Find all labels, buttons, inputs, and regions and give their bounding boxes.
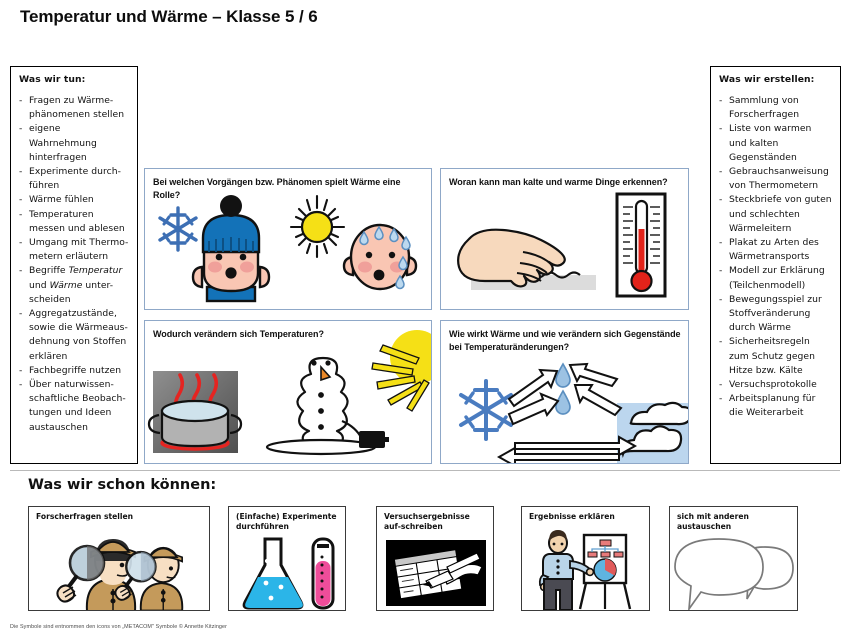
list-item: Arbeitsplanung für die Weiterarbeit xyxy=(719,392,832,420)
left-box-list: Fragen zu Wärme-phänomenen stellen eigen… xyxy=(19,94,129,435)
center-box-change: Wodurch verändern sich Temperaturen? xyxy=(144,320,432,464)
list-item: Fachbegriffe nutzen xyxy=(19,364,129,378)
center-box-recognize: Woran kann man kalte und warme Dinge erk… xyxy=(440,168,689,310)
center-box-question: Woran kann man kalte und warme Dinge erk… xyxy=(449,177,668,187)
recognize-illustration xyxy=(441,191,688,309)
list-item: Über naturwissen-schaftliche Beobach-tun… xyxy=(19,378,129,435)
term-temperatur: Temperatur xyxy=(68,265,123,277)
explain-results-illustration xyxy=(522,529,649,610)
list-item: Sammlung von Forscherfragen xyxy=(719,94,832,122)
list-item: Temperaturen messen und ablesen xyxy=(19,208,129,236)
footer-credit: Die Symbole sind entnommen den icons von… xyxy=(10,624,228,630)
list-item: Versuchsprotokolle xyxy=(719,378,832,392)
water-droplets-icon xyxy=(555,362,571,415)
center-box-effect: Wie wirkt Wärme und wie verändern sich G… xyxy=(440,320,689,464)
bottom-box-explain-results: Ergebnisse erklären xyxy=(521,506,650,611)
child-with-winter-hat-icon xyxy=(191,195,271,303)
phenomena-illustration xyxy=(145,191,431,309)
list-item: Steckbriefe von guten und schlechten Wär… xyxy=(719,193,832,236)
experiments-illustration xyxy=(229,535,345,610)
snowflake-icon xyxy=(158,206,198,252)
change-illustration xyxy=(145,330,431,463)
bottom-box-label: sich mit anderen austauschen xyxy=(677,512,749,531)
list-item: eigene Wahrnehmung hinterfragen xyxy=(19,122,129,165)
bottom-box-research-questions: Forscherfragen stellen xyxy=(28,506,210,611)
snowflake-icon xyxy=(459,379,513,441)
right-box-list: Sammlung von Forscherfragen Liste von wa… xyxy=(719,94,832,421)
left-box-heading: Was wir tun: xyxy=(19,74,86,85)
bottom-box-write-results: Versuchsergebnisse auf-schreiben xyxy=(376,506,494,611)
sweating-face-icon xyxy=(342,223,418,291)
page-title: Temperatur und Wärme – Klasse 5 / 6 xyxy=(20,7,318,26)
list-item: Aggregatzustände, sowie die Wärmeaus-deh… xyxy=(19,307,129,364)
list-item: Umgang mit Thermo-metern erläutern xyxy=(19,236,129,264)
term-prefix: Begriffe xyxy=(29,265,69,277)
hand-writing-icon xyxy=(386,540,486,606)
list-item: Wärme fühlen xyxy=(19,193,129,207)
presenter-at-flipchart-icon xyxy=(538,530,632,610)
two-detectives-illustration xyxy=(29,527,209,610)
left-box-what-we-do: Was wir tun: Fragen zu Wärme-phänomenen … xyxy=(10,66,138,464)
list-item: Fragen zu Wärme-phänomenen stellen xyxy=(19,94,129,122)
center-box-question: Bei welchen Vorgängen bzw. Phänomen spie… xyxy=(153,177,401,200)
cycle-arrows-icon xyxy=(496,362,638,463)
term-suffix: unter-scheiden xyxy=(29,279,114,305)
melting-snowman-icon xyxy=(265,356,389,456)
sweat-droplets xyxy=(359,225,411,290)
list-item-terms: Begriffe Temperatur und Wärme unter-sche… xyxy=(19,264,129,307)
bottom-box-exchange: sich mit anderen austauschen xyxy=(669,506,798,611)
bottom-box-experiments: (Einfache) Experimente durchführen xyxy=(228,506,346,611)
center-box-question: Wodurch verändern sich Temperaturen? xyxy=(153,329,324,339)
effect-illustration xyxy=(441,361,688,463)
center-box-phenomena: Bei welchen Vorgängen bzw. Phänomen spie… xyxy=(144,168,432,310)
list-item: Bewegungsspiel zur Stoffveränderung durc… xyxy=(719,293,832,336)
thermometer-icon xyxy=(615,192,667,298)
flask-and-testtube-icon xyxy=(242,537,335,610)
term-conjunction: und xyxy=(29,279,50,291)
bottom-box-label: Forscherfragen stellen xyxy=(36,512,134,521)
exchange-illustration xyxy=(670,535,797,610)
hand-touching-surface-icon xyxy=(457,228,596,290)
list-item: Gebrauchsanweisung von Thermometern xyxy=(719,165,832,193)
center-box-question: Wie wirkt Wärme und wie verändern sich G… xyxy=(449,329,681,352)
list-item: Plakat zu Arten des Wärmetransports xyxy=(719,236,832,264)
write-results-illustration xyxy=(377,537,493,610)
pot-on-stove-icon xyxy=(147,371,243,453)
term-waerme: Wärme xyxy=(49,279,83,291)
two-detectives-icon xyxy=(56,539,184,610)
right-box-what-we-create: Was wir erstellen: Sammlung von Forscher… xyxy=(710,66,841,464)
sun-icon xyxy=(371,330,431,412)
speech-bubbles-icon xyxy=(674,538,794,610)
list-item: Experimente durch-führen xyxy=(19,165,129,193)
section-divider xyxy=(10,470,840,471)
sun-icon xyxy=(289,194,346,259)
list-item: Liste von warmen und kalten Gegenständen xyxy=(719,122,832,165)
bottom-box-label: Versuchsergebnisse auf-schreiben xyxy=(384,512,470,531)
list-item: Modell zur Erklärung (Teilchenmodell) xyxy=(719,264,832,292)
list-item: Sicherheitsregeln zum Schutz gegen Hitze… xyxy=(719,335,832,378)
bottom-box-label: Ergebnisse erklären xyxy=(529,512,615,521)
steam-clouds-icon xyxy=(617,401,688,463)
section-subtitle: Was wir schon können: xyxy=(28,477,217,493)
bottom-box-label: (Einfache) Experimente durchführen xyxy=(236,512,337,531)
right-box-heading: Was wir erstellen: xyxy=(719,74,815,85)
